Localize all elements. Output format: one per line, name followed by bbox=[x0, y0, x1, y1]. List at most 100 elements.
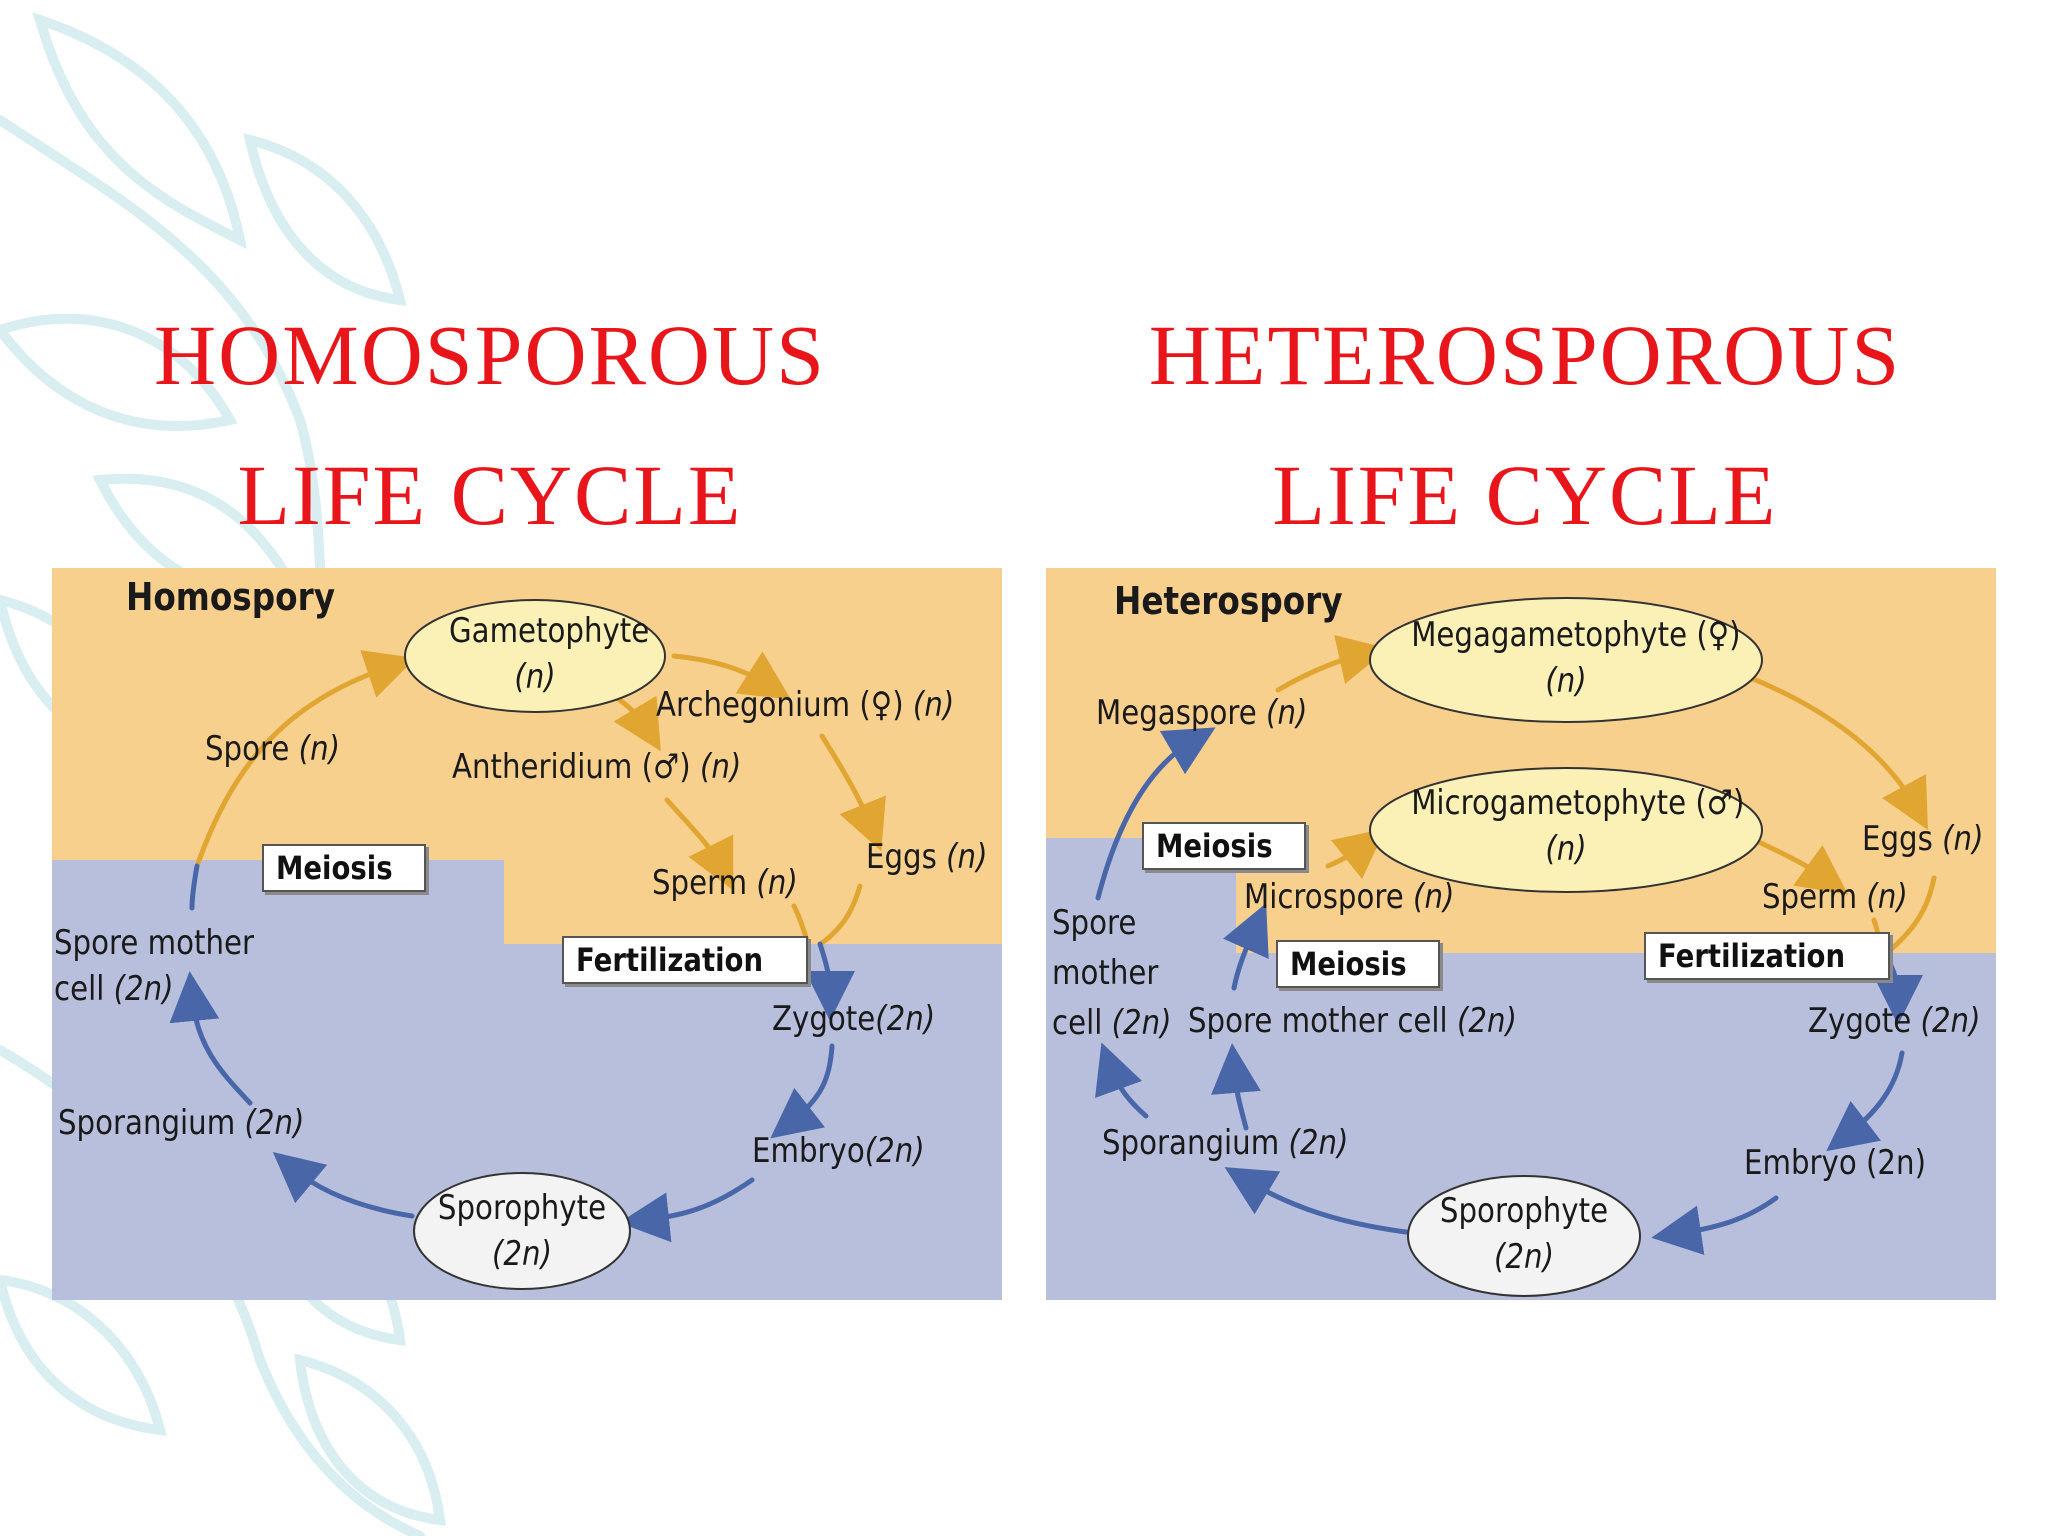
gametophyte-name: Gametophyte bbox=[449, 611, 650, 651]
arrow-zygote-to-embryo bbox=[1826, 1050, 1905, 1152]
antheridium-ploidy: (n) bbox=[699, 747, 742, 787]
embryo-label: Embryo (2n) bbox=[1744, 1143, 1926, 1183]
arrow-sporophyte-to-sporangium bbox=[1224, 1167, 1409, 1235]
spore-mother-cell-label: Spore mother cell (2n) bbox=[54, 920, 254, 1012]
spore-mother-cell-left-line2: mother bbox=[1052, 953, 1159, 993]
spore-mother-cell-left-line3: cell bbox=[1052, 1003, 1103, 1043]
arrow-archegonium-to-eggs bbox=[819, 733, 886, 852]
sporangium-ploidy: (2n) bbox=[244, 1103, 305, 1143]
embryo-ploidy: (2n) bbox=[864, 1131, 925, 1171]
arrow-gametophyte-to-archegonium bbox=[671, 651, 792, 700]
sperm-label: Sperm (n) bbox=[652, 860, 798, 906]
megaspore-ploidy: (n) bbox=[1266, 693, 1308, 733]
sporangium-label: Sporangium (2n) bbox=[58, 1100, 304, 1146]
sporophyte-name: Sporophyte bbox=[1439, 1191, 1609, 1231]
sporophyte-oval bbox=[413, 1172, 631, 1290]
archegonium-label: Archegonium (♀) (n) bbox=[656, 682, 954, 728]
spore-mother-cell-right-ploidy: (2n) bbox=[1456, 1001, 1517, 1041]
microgametophyte-name: Microgametophyte (♂) bbox=[1411, 783, 1745, 823]
sperm-name: Sperm bbox=[652, 863, 748, 903]
arrow-meiosis-up bbox=[189, 863, 200, 911]
sporophyte-ploidy: (2n) bbox=[492, 1234, 552, 1274]
microgametophyte-ploidy-wrap: (n) bbox=[1411, 826, 1721, 872]
arrow-sporangium-to-left-spore-mother-cell bbox=[1095, 1042, 1149, 1119]
fertilization-box: Fertilization bbox=[562, 936, 808, 984]
gametophyte-ploidy-wrap: (n) bbox=[449, 654, 621, 700]
microspore-label: Microspore (n) bbox=[1244, 874, 1454, 920]
homospory-heading: Homospory bbox=[126, 575, 336, 619]
sporophyte-label: Sporophyte (2n) bbox=[436, 1185, 608, 1277]
meiosis-box-right: Meiosis bbox=[1276, 940, 1440, 988]
arrow-spore-to-gametophyte bbox=[194, 650, 416, 869]
arrow-meiosis-to-megaspore bbox=[1095, 727, 1216, 901]
arrow-antheridium-to-sperm bbox=[664, 797, 734, 891]
arrow-sporangium-to-spore-mother-cell bbox=[169, 971, 253, 1106]
heterospory-diagram: Heterospory Megagametophyte (♀) (n) Micr… bbox=[1046, 568, 1996, 1300]
eggs-name: Eggs bbox=[866, 837, 937, 877]
microspore-ploidy: (n) bbox=[1413, 877, 1455, 917]
spore-name: Spore bbox=[205, 729, 290, 769]
sperm-ploidy: (n) bbox=[1866, 877, 1908, 917]
arrow-eggs-to-fertilization bbox=[1885, 875, 1937, 955]
sperm-label: Sperm (n) bbox=[1762, 874, 1908, 920]
arrow-sporangium-to-right-spore-mother-cell bbox=[1211, 1043, 1261, 1131]
eggs-label: Eggs (n) bbox=[1862, 816, 1983, 862]
fertilization-label: Fertilization bbox=[576, 941, 764, 979]
arrow-sporophyte-to-sporangium bbox=[272, 1152, 415, 1219]
sporophyte-ploidy-wrap: (2n) bbox=[436, 1231, 608, 1277]
gametophyte-label: Gametophyte (n) bbox=[449, 608, 650, 700]
spore-mother-cell-line1: Spore mother bbox=[54, 923, 255, 963]
zygote-label: Zygote(2n) bbox=[772, 996, 935, 1042]
zygote-ploidy: (2n) bbox=[875, 999, 936, 1039]
sperm-name: Sperm bbox=[1762, 877, 1858, 917]
spore-mother-cell-right-label: Spore mother cell (2n) bbox=[1188, 998, 1517, 1044]
sporophyte-label: Sporophyte (2n) bbox=[1438, 1188, 1610, 1280]
megagametophyte-name: Megagametophyte (♀) bbox=[1411, 615, 1741, 655]
meiosis-box: Meiosis bbox=[262, 844, 426, 892]
fertilization-label: Fertilization bbox=[1658, 937, 1846, 975]
arrow-meiosis-to-microspore bbox=[1223, 903, 1269, 991]
spore-mother-cell-left-label: Spore mother cell (2n) bbox=[1052, 898, 1172, 1048]
antheridium-label: Antheridium (♂) (n) bbox=[452, 744, 741, 790]
meiosis-right-label: Meiosis bbox=[1290, 945, 1407, 983]
zygote-ploidy: (2n) bbox=[1920, 1001, 1981, 1041]
title-left-line2: LIFE CYCLE bbox=[237, 447, 743, 543]
meiosis-label: Meiosis bbox=[276, 849, 393, 887]
sporophyte-oval bbox=[1407, 1175, 1641, 1297]
microgametophyte-label: Microgametophyte (♂) (n) bbox=[1411, 780, 1745, 872]
sporophyte-name: Sporophyte bbox=[437, 1188, 607, 1228]
eggs-label: Eggs (n) bbox=[866, 834, 987, 880]
arrow-zygote-to-embryo bbox=[770, 1043, 835, 1139]
archegonium-name: Archegonium (♀) bbox=[656, 685, 904, 725]
spore-mother-cell-line2: cell bbox=[54, 969, 105, 1009]
heterosporous-title: HETEROSPOROUS LIFE CYCLE bbox=[1030, 285, 2020, 565]
homosporous-title: HOMOSPOROUS LIFE CYCLE bbox=[40, 285, 940, 565]
zygote-label: Zygote (2n) bbox=[1808, 998, 1980, 1044]
zygote-name: Zygote bbox=[772, 999, 876, 1039]
spore-label: Spore (n) bbox=[205, 726, 340, 772]
zygote-name: Zygote bbox=[1808, 1001, 1912, 1041]
gametophyte-ploidy: (n) bbox=[514, 657, 556, 697]
spore-mother-cell-left-ploidy: (2n) bbox=[1111, 1003, 1172, 1043]
homospory-diagram-graphics bbox=[52, 568, 1002, 1300]
arrow-embryo-to-sporophyte bbox=[1651, 1195, 1779, 1256]
sporophyte-ploidy: (2n) bbox=[1494, 1237, 1554, 1277]
arrow-fertilization-to-zygote bbox=[804, 941, 855, 1021]
sperm-ploidy: (n) bbox=[756, 863, 798, 903]
eggs-name: Eggs bbox=[1862, 819, 1933, 859]
eggs-ploidy: (n) bbox=[1942, 819, 1984, 859]
megagametophyte-ploidy-wrap: (n) bbox=[1411, 658, 1721, 704]
megagametophyte-label: Megagametophyte (♀) (n) bbox=[1411, 612, 1741, 704]
arrow-megagametophyte-to-eggs bbox=[1743, 673, 1928, 830]
spore-mother-cell-left-line1: Spore bbox=[1052, 903, 1137, 943]
arrow-microspore-to-microgametophyte bbox=[1325, 828, 1386, 880]
sporangium-label: Sporangium (2n) bbox=[1102, 1120, 1348, 1166]
spore-ploidy: (n) bbox=[298, 729, 341, 769]
eggs-ploidy: (n) bbox=[946, 837, 988, 877]
sporophyte-ploidy-wrap: (2n) bbox=[1438, 1234, 1610, 1280]
embryo-name: Embryo bbox=[752, 1131, 865, 1171]
microgametophyte-ploidy: (n) bbox=[1545, 829, 1587, 869]
title-right-line1: HETEROSPOROUS bbox=[1148, 307, 1902, 403]
megagametophyte-ploidy: (n) bbox=[1545, 661, 1587, 701]
arrow-megaspore-to-megagametophyte bbox=[1275, 635, 1389, 693]
